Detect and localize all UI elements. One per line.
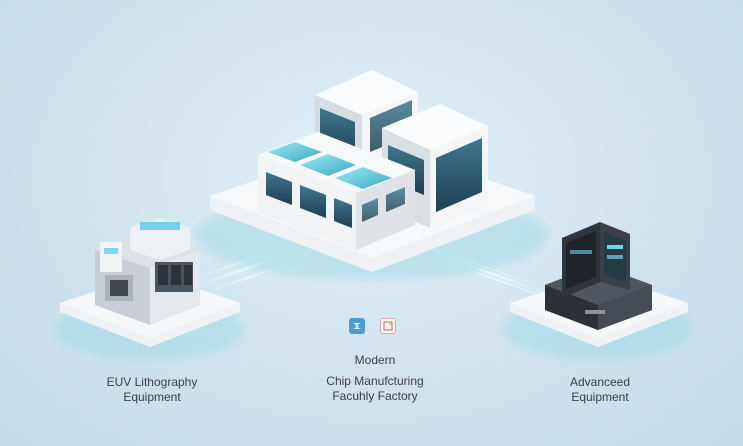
factory-label-line2: Facuhly Factory — [332, 389, 418, 403]
euv-machine — [95, 218, 200, 325]
euv-label-line1: EUV Lithography — [106, 375, 198, 389]
fab-building — [258, 132, 415, 250]
advanced-equipment-label: Advanceed Equipment — [530, 375, 670, 405]
blue-logo-icon — [349, 318, 365, 334]
advanced-equipment — [545, 222, 652, 330]
advanced-label-line2: Equipment — [571, 390, 629, 404]
factory-label-line0: Modern — [354, 353, 396, 367]
advanced-label-line1: Advanceed — [569, 375, 631, 389]
red-outline-icon — [380, 318, 396, 334]
factory-label: Modern Chip Manufcturing Facuhly Factory — [295, 353, 455, 404]
euv-equipment-label: EUV Lithography Equipment — [82, 375, 222, 405]
euv-label-line2: Equipment — [123, 390, 181, 404]
factory-label-line1: Chip Manufcturing — [326, 374, 424, 388]
